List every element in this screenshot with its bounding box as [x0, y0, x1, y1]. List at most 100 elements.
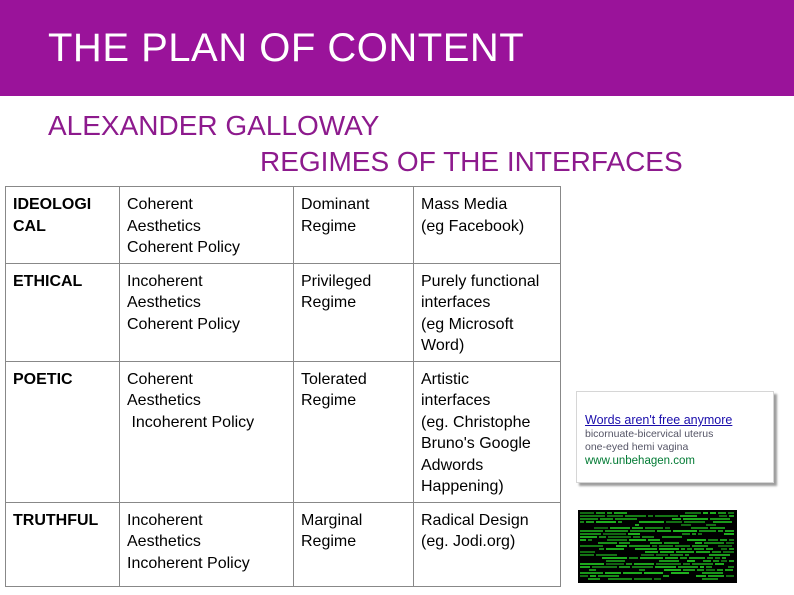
glitch-text-line — [594, 527, 608, 529]
glitch-text-line — [656, 563, 681, 565]
glitch-text-line — [707, 557, 713, 559]
glitch-text-line — [696, 575, 706, 577]
aesthetics-policy-cell: Coherent Aesthetics Coherent Policy — [119, 186, 294, 264]
regime-cell: Privileged Regime — [293, 262, 414, 362]
glitch-text-line — [680, 557, 687, 559]
glitch-text-line — [692, 563, 713, 565]
regime-cell: Marginal Regime — [293, 501, 414, 587]
glitch-text-line — [618, 521, 622, 523]
regime-cell: Dominant Regime — [293, 186, 414, 264]
glitch-text-line — [685, 512, 701, 514]
glitch-text-line — [632, 527, 643, 529]
example-cell: Artistic interfaces (eg. Christophe Brun… — [413, 360, 561, 503]
glitch-text-line — [691, 527, 708, 529]
glitch-text-line — [641, 554, 654, 556]
jodi-screenshot-image — [578, 510, 737, 583]
glitch-text-line — [713, 521, 732, 523]
glitch-text-line — [589, 569, 596, 571]
aesthetics-policy-cell: Coherent Aesthetics Incoherent Policy — [119, 360, 294, 503]
glitch-text-line — [580, 512, 594, 514]
glitch-text-line — [728, 566, 734, 568]
glitch-text-line — [717, 569, 723, 571]
glitch-text-line — [728, 512, 734, 514]
glitch-text-line — [718, 545, 732, 547]
glitch-text-line — [683, 518, 708, 520]
glitch-text-line — [709, 554, 730, 556]
glitch-text-line — [681, 524, 691, 526]
glitch-text-line — [628, 533, 640, 535]
glitch-text-line — [692, 533, 696, 535]
glitch-text-line — [726, 542, 734, 544]
glitch-text-line — [681, 548, 685, 550]
glitch-text-line — [673, 530, 697, 532]
glitch-text-line — [580, 551, 595, 553]
glitch-text-line — [654, 578, 661, 580]
glitch-text-line — [675, 545, 690, 547]
table-row: POETIC Coherent Aesthetics Incoherent Po… — [5, 360, 561, 503]
glitch-text-line — [619, 542, 630, 544]
example-cell: Purely functional interfaces (eg Microso… — [413, 262, 561, 362]
glitch-text-line — [634, 563, 654, 565]
glitch-text-line — [605, 530, 628, 532]
table-row: TRUTHFUL Incoherent Aesthetics Incoheren… — [5, 501, 561, 587]
glitch-text-line — [598, 542, 617, 544]
glitch-text-line — [634, 578, 652, 580]
glitch-text-line — [684, 521, 705, 523]
glitch-text-line — [580, 554, 594, 556]
google-adwords-image: Words aren't free anymore bicornuate-bic… — [576, 391, 774, 483]
glitch-text-line — [580, 563, 604, 565]
glitch-text-line — [720, 539, 727, 541]
glitch-text-line — [663, 575, 669, 577]
aesthetics-policy-cell: Incoherent Aesthetics Incoherent Policy — [119, 501, 294, 587]
glitch-text-line — [700, 566, 704, 568]
glitch-text-line — [706, 569, 715, 571]
glitch-text-line — [619, 566, 630, 568]
table-row: IDEOLOGI CAL Coherent Aesthetics Coheren… — [5, 186, 561, 264]
glitch-text-line — [715, 563, 724, 565]
glitch-text-line — [724, 533, 734, 535]
glitch-text-line — [608, 536, 631, 538]
glitch-text-line — [687, 548, 692, 550]
glitch-text-line — [659, 548, 679, 550]
glitch-text-line — [721, 548, 727, 550]
subtitle-topic: REGIMES OF THE INTERFACES — [260, 146, 683, 177]
glitch-text-line — [600, 518, 613, 520]
glitch-text-line — [665, 557, 678, 559]
glitch-text-line — [660, 551, 674, 553]
glitch-text-line — [640, 557, 663, 559]
glitch-text-line — [644, 572, 663, 574]
ad-text: bicornuate-bicervical uterus — [585, 428, 714, 440]
glitch-text-line — [670, 554, 683, 556]
glitch-text-line — [696, 551, 710, 553]
glitch-text-line — [652, 545, 657, 547]
glitch-text-line — [702, 578, 718, 580]
glitch-text-line — [718, 512, 726, 514]
glitch-text-line — [580, 575, 588, 577]
glitch-text-line — [596, 521, 616, 523]
glitch-text-line — [639, 569, 645, 571]
glitch-text-line — [580, 536, 597, 538]
glitch-text-line — [726, 575, 734, 577]
glitch-text-line — [655, 566, 676, 568]
ad-title: Words aren't free anymore — [585, 413, 733, 427]
glitch-text-line — [725, 569, 733, 571]
glitch-text-line — [645, 527, 663, 529]
glitch-text-line — [713, 560, 719, 562]
glitch-text-line — [699, 530, 716, 532]
glitch-text-line — [706, 548, 713, 550]
glitch-text-line — [723, 551, 734, 553]
glitch-text-line — [698, 533, 702, 535]
glitch-text-line — [680, 515, 697, 517]
glitch-text-line — [710, 512, 716, 514]
glitch-text-line — [598, 575, 619, 577]
glitch-text-line — [671, 572, 689, 574]
glitch-text-line — [666, 521, 682, 523]
glitch-text-line — [629, 557, 638, 559]
glitch-text-line — [605, 572, 621, 574]
glitch-text-line — [687, 539, 706, 541]
category-cell: TRUTHFUL — [5, 501, 120, 587]
glitch-text-line — [683, 563, 690, 565]
glitch-text-line — [580, 545, 603, 547]
glitch-text-line — [687, 560, 695, 562]
glitch-text-line — [630, 530, 655, 532]
